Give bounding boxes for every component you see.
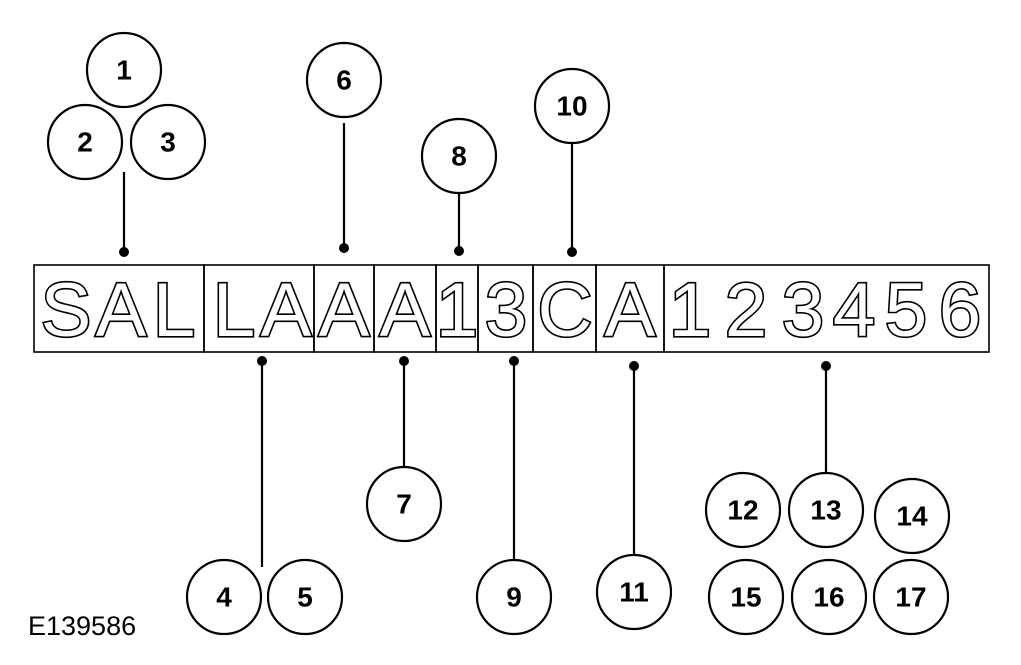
callout-16: 16 xyxy=(790,558,868,636)
callout-5: 5 xyxy=(266,558,344,636)
callout-11: 11 xyxy=(595,553,673,631)
vin-char: C xyxy=(538,268,593,353)
leader-dot xyxy=(821,361,831,371)
leader-dot xyxy=(339,243,349,253)
svg-text:15: 15 xyxy=(730,582,761,613)
vin-char: 6 xyxy=(939,268,981,353)
svg-text:11: 11 xyxy=(619,577,649,608)
svg-text:6: 6 xyxy=(336,65,352,96)
leader-dot xyxy=(509,356,519,366)
vin-char: S xyxy=(41,268,92,353)
callout-2: 2 xyxy=(46,103,124,181)
leader-dot xyxy=(399,356,409,366)
vin-char: 3 xyxy=(485,268,527,353)
callout-4: 4 xyxy=(185,558,263,636)
callout-14: 14 xyxy=(873,477,951,555)
svg-text:13: 13 xyxy=(810,495,841,526)
figure-reference: E139586 xyxy=(28,611,136,641)
vin-char: A xyxy=(605,268,656,353)
leader-dot xyxy=(567,247,577,257)
svg-text:16: 16 xyxy=(813,582,844,613)
callouts: 1 2 3 4 5 6 7 8 xyxy=(46,31,951,636)
svg-text:5: 5 xyxy=(297,582,313,613)
vin-char: 5 xyxy=(885,268,927,353)
callout-1: 1 xyxy=(85,31,163,109)
callout-9: 9 xyxy=(475,558,553,636)
callout-12: 12 xyxy=(704,471,782,549)
vin-char: A xyxy=(319,268,370,353)
callout-10: 10 xyxy=(533,67,611,145)
vin-char: 2 xyxy=(725,268,767,353)
leader-lines xyxy=(119,123,831,567)
callout-3: 3 xyxy=(129,103,207,181)
callout-15: 15 xyxy=(707,558,785,636)
vin-characters: S A L L A A A 1 3 C A 1 2 3 4 5 6 xyxy=(39,266,983,354)
vin-char: L xyxy=(153,268,195,353)
leader-dot xyxy=(629,361,639,371)
svg-text:12: 12 xyxy=(727,495,758,526)
vin-char: 3 xyxy=(782,268,824,353)
svg-text:8: 8 xyxy=(451,141,467,172)
svg-text:9: 9 xyxy=(506,582,522,613)
callout-17: 17 xyxy=(872,558,950,636)
leader-dot xyxy=(119,247,129,257)
svg-text:1: 1 xyxy=(116,55,132,86)
leader-dot xyxy=(257,356,267,366)
vin-boxes xyxy=(33,264,990,353)
svg-text:17: 17 xyxy=(895,582,926,613)
vin-char: A xyxy=(96,268,147,353)
vin-char: 1 xyxy=(436,268,478,353)
vin-char: 4 xyxy=(833,268,875,353)
vin-box-9 xyxy=(663,264,990,353)
svg-text:4: 4 xyxy=(216,582,232,613)
vin-char: A xyxy=(261,268,312,353)
leader-dot xyxy=(454,246,464,256)
callout-6: 6 xyxy=(305,41,383,119)
callout-8: 8 xyxy=(420,117,498,195)
vin-char: L xyxy=(213,268,255,353)
svg-text:2: 2 xyxy=(77,127,93,158)
vin-char: 1 xyxy=(669,268,711,353)
callout-7: 7 xyxy=(365,465,443,543)
svg-text:10: 10 xyxy=(556,91,587,122)
vin-char: A xyxy=(380,268,431,353)
callout-13: 13 xyxy=(787,471,865,549)
svg-text:3: 3 xyxy=(160,127,176,158)
svg-text:14: 14 xyxy=(896,501,928,532)
svg-text:7: 7 xyxy=(396,489,412,520)
